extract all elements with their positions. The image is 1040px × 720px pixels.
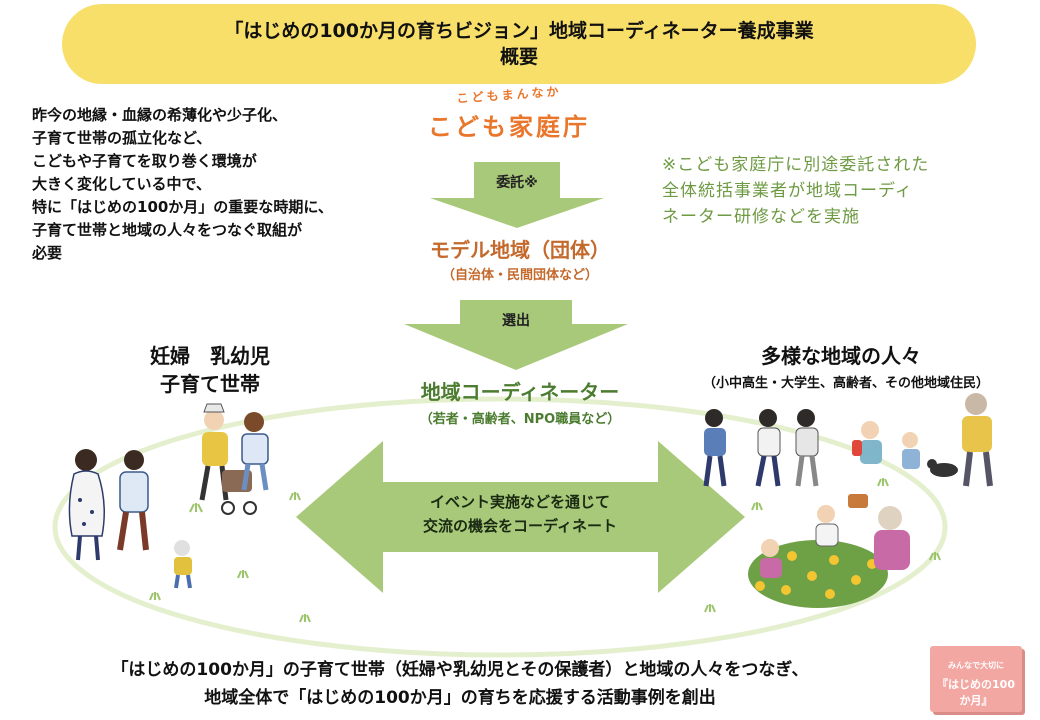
community-ring [52,396,948,658]
footnote: ※こども家庭庁に別途委託された 全体統括事業者が地域コーディ ネーター研修などを… [662,152,1002,230]
select-arrow [404,300,628,370]
intro-line: 子育て世帯の孤立化など、 [32,129,212,147]
select-arrow-label-box: 選出 [460,306,572,336]
vision-book-icon: みんなで大切に 『はじめの100か月』 [930,640,1026,716]
footnote-line: ※こども家庭庁に別途委託された [662,155,930,175]
book-tagline: みんなで大切に [948,661,1004,670]
commission-arrow [430,162,604,228]
families-line: 妊婦 乳幼児 [150,344,270,368]
community-illustration [703,393,993,608]
cfa-logo: こどもまんなか こども家庭庁 [404,84,614,142]
commission-arrow-label-box: 委託※ [474,168,560,198]
exchange-line: イベント実施などを通じて [429,493,610,511]
commission-label: 委託※ [496,175,538,191]
model-region-subtitle: （自治体・民間団体など） [441,268,598,283]
select-label: 選出 [502,313,530,329]
intro-line: 昨今の地縁・血縁の希薄化や少子化、 [32,106,288,124]
families-label: 妊婦 乳幼児 子育て世帯 [100,342,320,398]
intro-line: 特に「はじめの100か月」の重要な時期に、 [32,198,333,216]
intro-line: 大きく変化している中で、 [32,175,211,193]
coordinator-title: 地域コーディネーター [420,380,620,404]
coordinator-subtitle: （若者・高齢者、NPO職員など） [419,412,621,427]
exchange-line: 交流の機会をコーディネート [423,517,617,535]
intro-line: 子育て世帯と地域の人々をつなぐ取組が [32,221,303,239]
page-title: 「はじめの100か月の育ちビジョン」地域コーディネーター養成事業 [224,20,814,42]
summary-line: 「はじめの100か月」の子育て世帯（妊婦や乳幼児とその保護者）と地域の人々をつな… [111,660,809,680]
grass-decoration [149,478,941,623]
model-region-title: モデル地域（団体） [430,238,610,262]
intro-line: 必要 [32,244,63,262]
intro-text: 昨今の地縁・血縁の希薄化や少子化、 子育て世帯の孤立化など、 こどもや子育てを取… [32,104,412,265]
families-line: 子育て世帯 [160,372,260,396]
exchange-double-arrow [296,441,745,593]
family-illustration [68,403,269,589]
footnote-line: ネーター研修などを実施 [662,207,860,227]
logo-name: こども家庭庁 [428,113,590,141]
community-title: 多様な地域の人々 [761,344,921,368]
page-subtitle: 概要 [499,46,538,68]
summary-line: 地域全体で「はじめの100か月」の育ちを応援する活動事例を創出 [204,688,716,708]
community-subtitle: （小中高生・大学生、高齢者、その他地域住民） [702,376,989,391]
book-cover: みんなで大切に 『はじめの100か月』 [930,646,1022,712]
book-title: 『はじめの100か月』 [937,678,1015,707]
footnote-line: 全体統括事業者が地域コーディ [662,181,913,201]
title-banner: 「はじめの100か月の育ちビジョン」地域コーディネーター養成事業 概要 [62,4,976,84]
summary-text: 「はじめの100か月」の子育て世帯（妊婦や乳幼児とその保護者）と地域の人々をつな… [10,656,910,712]
exchange-label: イベント実施などを通じて 交流の機会をコーディネート [370,490,670,538]
intro-line: こどもや子育てを取り巻く環境が [32,152,257,170]
